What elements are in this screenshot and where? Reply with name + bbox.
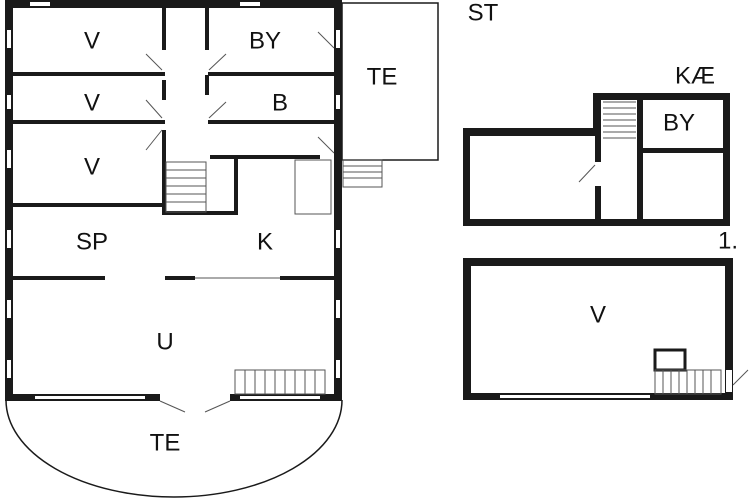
room-label-te: TE	[150, 429, 181, 456]
room-label-sp: SP	[76, 228, 108, 255]
room-label-te: TE	[367, 63, 398, 90]
room-label-v: V	[590, 301, 606, 328]
room-label-b: B	[272, 89, 288, 116]
room-label-k: K	[257, 228, 273, 255]
ground-floor-plan: V BY TE V B V SP K U TE ST	[5, 0, 499, 498]
room-label-v: V	[84, 153, 100, 180]
floor-label-kae: KÆ	[675, 62, 715, 89]
room-label-by: BY	[249, 27, 281, 54]
room-label-by: BY	[663, 109, 695, 136]
room-label-u: U	[156, 328, 173, 355]
floor-label-st: ST	[468, 0, 499, 26]
basement-plan: BY KÆ	[463, 62, 730, 226]
first-floor-plan: V 1.	[463, 227, 749, 400]
floor-label-1: 1.	[718, 227, 738, 254]
room-label-v: V	[84, 89, 100, 116]
terrace-arc	[5, 399, 343, 498]
room-label-v: V	[84, 27, 100, 54]
